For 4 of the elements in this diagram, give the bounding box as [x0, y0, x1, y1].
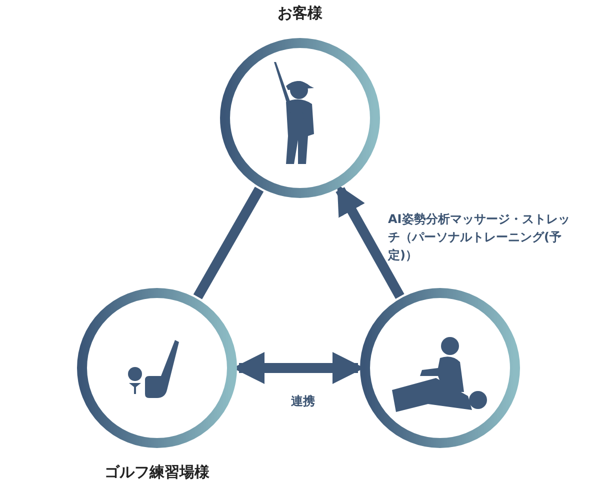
node-heading: ゴルフ練習場様: [104, 463, 210, 482]
arrow: [336, 184, 404, 299]
connector-line: [193, 186, 264, 300]
node-heading: お客様: [278, 4, 322, 23]
